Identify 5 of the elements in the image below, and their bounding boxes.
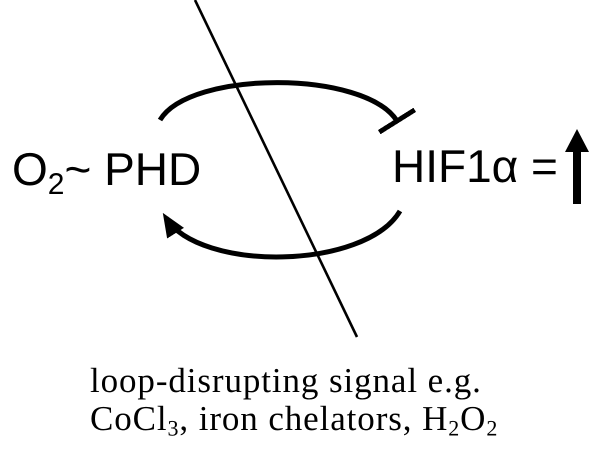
crossing-line [194, 0, 358, 338]
node-label: O$_{2}$~ PHD [12, 146, 202, 192]
signal-note: loop-disrupting signal e.g. CoCl$_{3}$, iron chelators, H$_{2}$O$_{2}$ [90, 362, 500, 438]
curved-arrow [162, 209, 402, 260]
node-label: HIF1α = [392, 143, 558, 189]
